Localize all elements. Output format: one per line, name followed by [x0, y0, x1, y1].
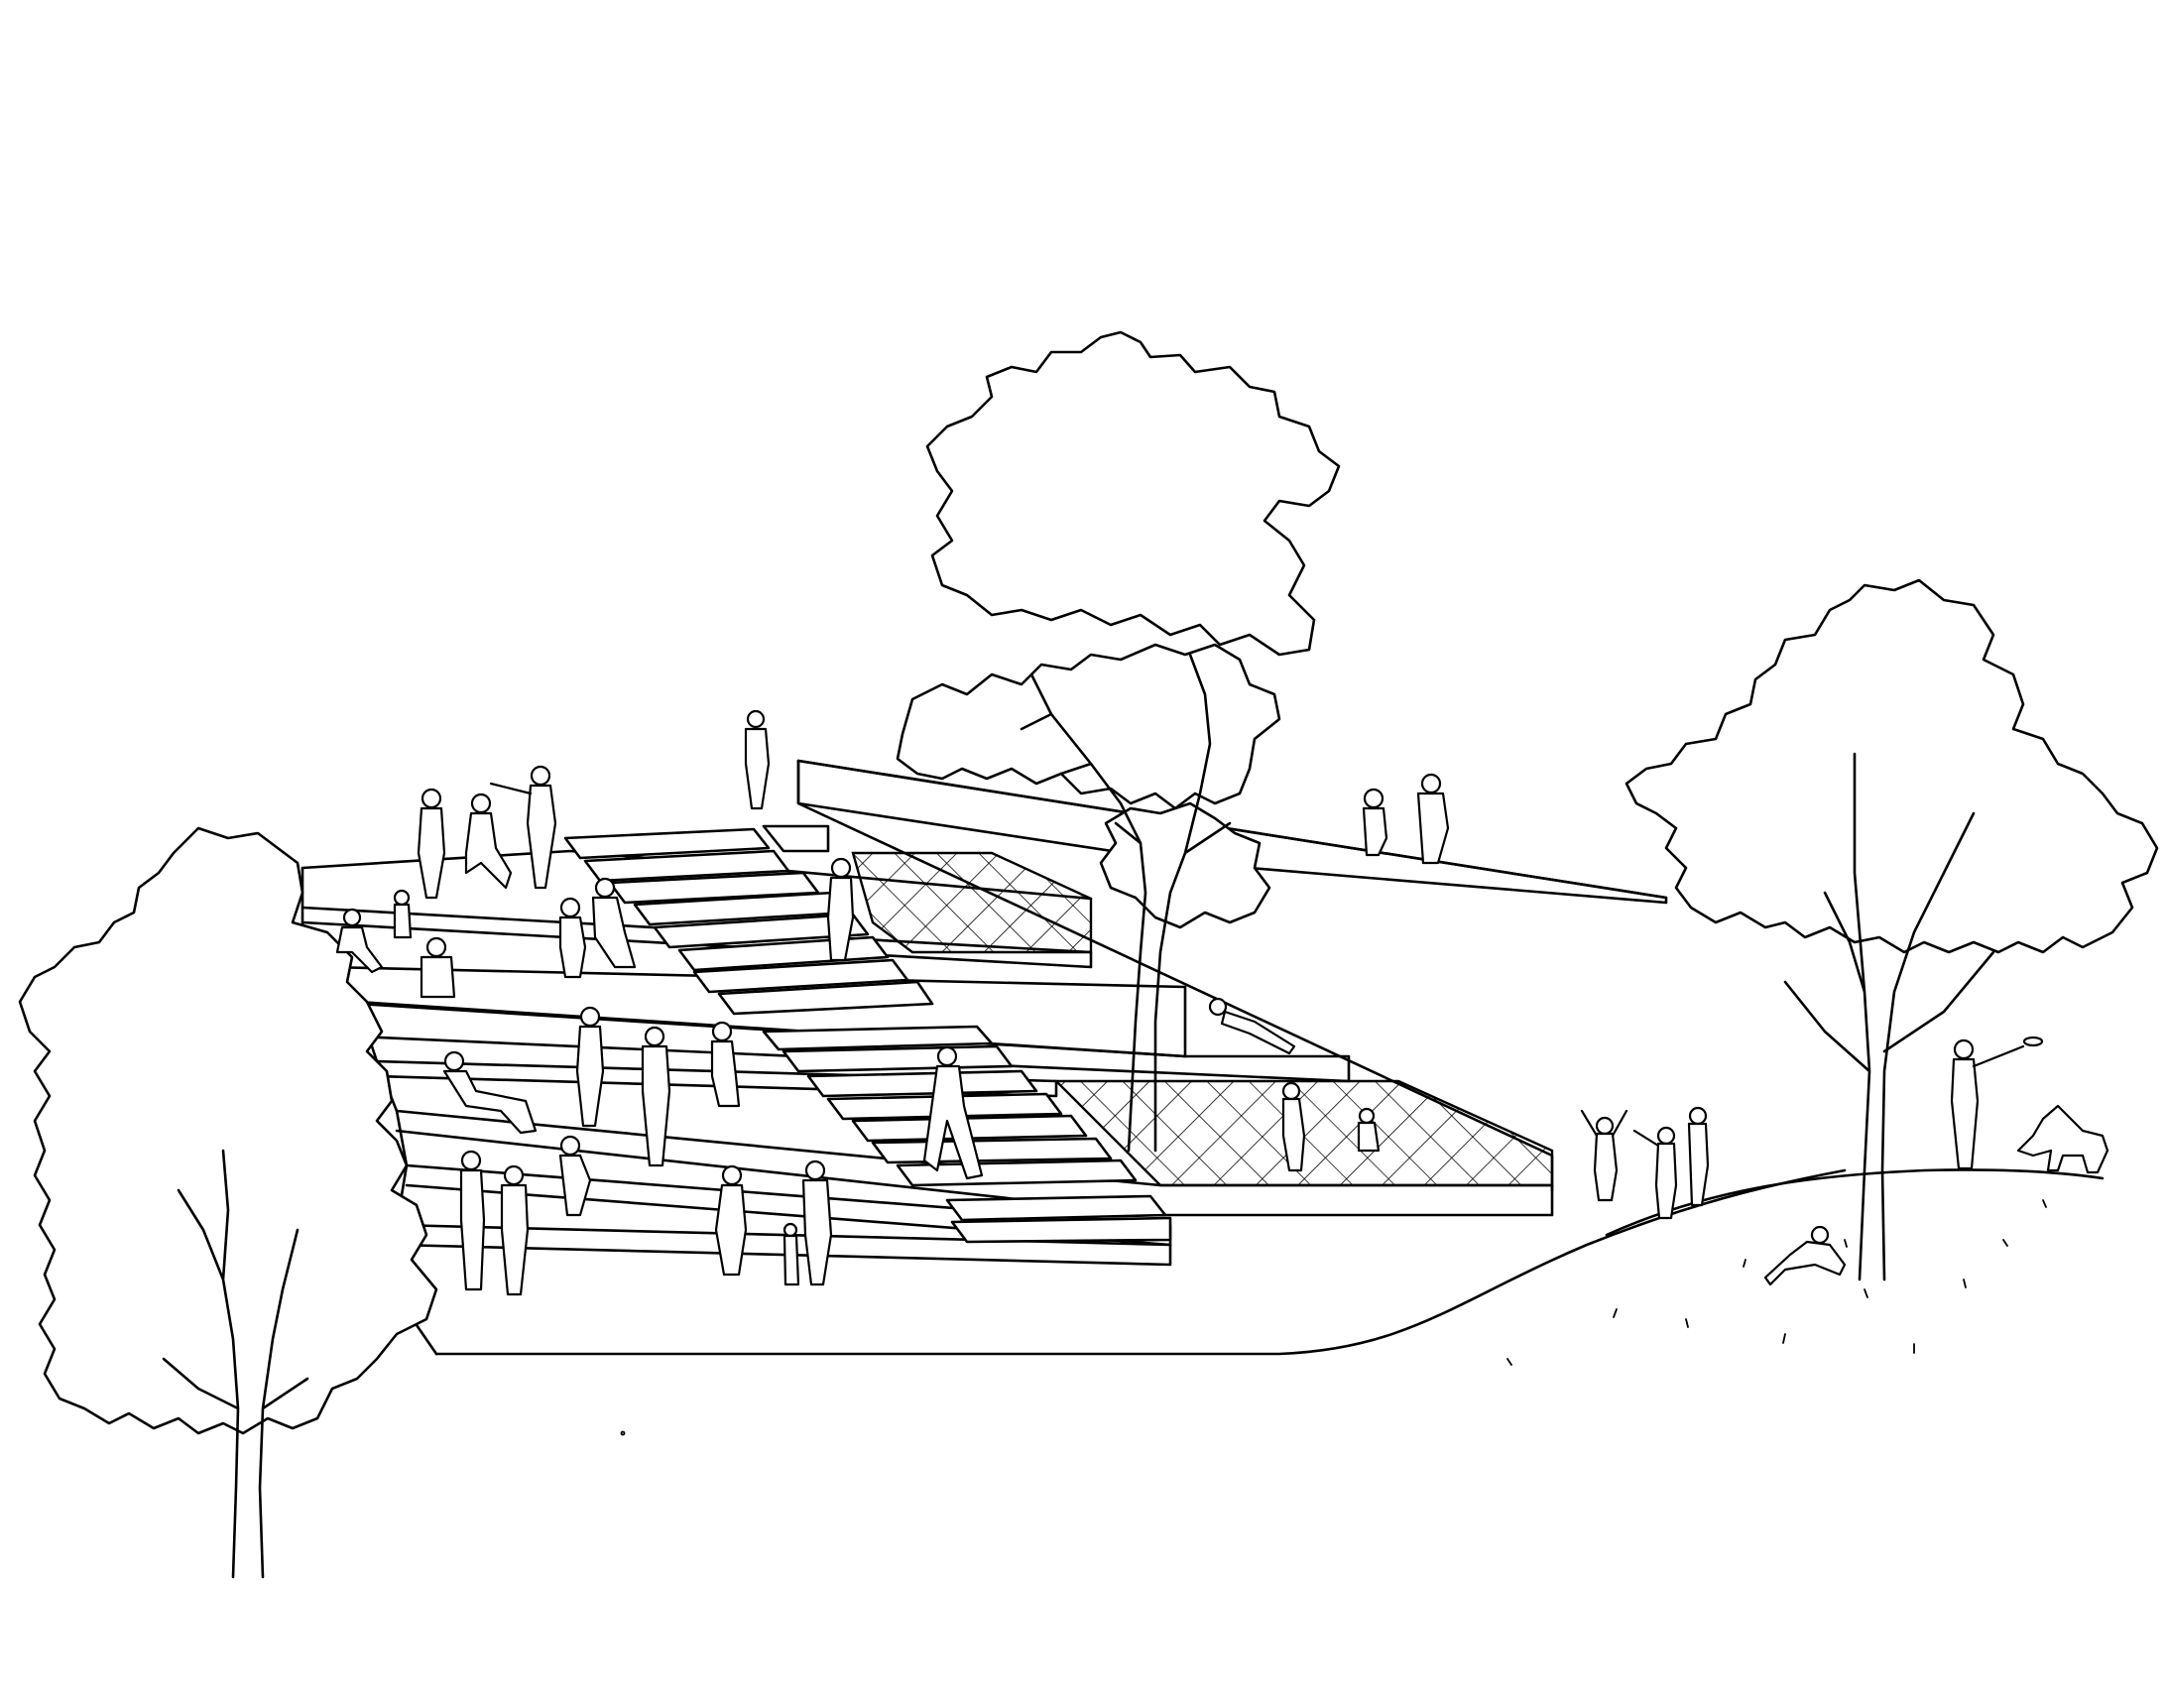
right-tree: [1624, 578, 2159, 1281]
child-lattice-1: [1281, 1081, 1306, 1172]
person-standing-lower-1: [459, 1150, 486, 1291]
person-jogging-ramp-1: [1362, 788, 1388, 857]
person-standing-summit: [744, 709, 771, 810]
person-standing-middle-2: [641, 1026, 671, 1167]
person-sliding: [1208, 997, 1296, 1055]
person-backpack: [420, 936, 456, 999]
left-tree: [18, 826, 438, 1579]
right-tree-trunk: [1783, 752, 1995, 1281]
terrace-8: [395, 1223, 1172, 1267]
frisbee: [2022, 1036, 2044, 1047]
person-throwing-frisbee: [1950, 1036, 2044, 1170]
hill-line: [1605, 1168, 2105, 1237]
grass-marks: [620, 1199, 2047, 1436]
central-tree-trunk: [1020, 653, 1232, 1153]
right-tree-canopy: [1624, 578, 2159, 954]
central-tree-canopy-branch: [1099, 801, 1271, 929]
child-top: [393, 889, 413, 939]
person-walking-stairs-top: [826, 857, 855, 962]
dog: [2016, 1104, 2109, 1174]
person-with-child: [782, 1159, 833, 1286]
child-standing: [1687, 1106, 1710, 1207]
person-pointing-top-3: [489, 765, 557, 890]
person-jogging-ramp-2: [1416, 773, 1450, 865]
central-tree-canopy-lower: [896, 643, 1281, 810]
people: [335, 709, 2109, 1296]
person-reclining: [442, 1050, 538, 1135]
person-reading-under-tree: [1763, 1225, 1847, 1286]
ramp-top-line: [796, 759, 1668, 900]
central-tree: [896, 330, 1341, 1153]
person-climbing-lower-stairs: [922, 1045, 984, 1180]
person-sitting-top-2: [464, 793, 513, 890]
terrace-1: [301, 849, 1093, 901]
central-tree-canopy-top: [925, 330, 1341, 657]
child-lattice-2: [1357, 1107, 1381, 1153]
person-standing-middle-1: [575, 1006, 605, 1128]
lattice-upper: [851, 851, 1093, 954]
child-cheering-1: [1580, 1109, 1628, 1202]
pair-sitting-center: [558, 877, 637, 979]
person-standing-lower-2: [500, 1164, 530, 1296]
left-tree-canopy: [18, 826, 438, 1435]
person-sitting-middle-3: [710, 1021, 741, 1108]
child-cheering-2: [1632, 1126, 1678, 1220]
person-standing-top-1: [417, 788, 446, 900]
ground: [434, 1168, 2105, 1436]
person-walking-lower-3: [714, 1164, 748, 1277]
person-laptop: [335, 908, 384, 974]
person-sitting-lower-1: [558, 1135, 592, 1217]
left-tree-trunk: [162, 1149, 309, 1579]
